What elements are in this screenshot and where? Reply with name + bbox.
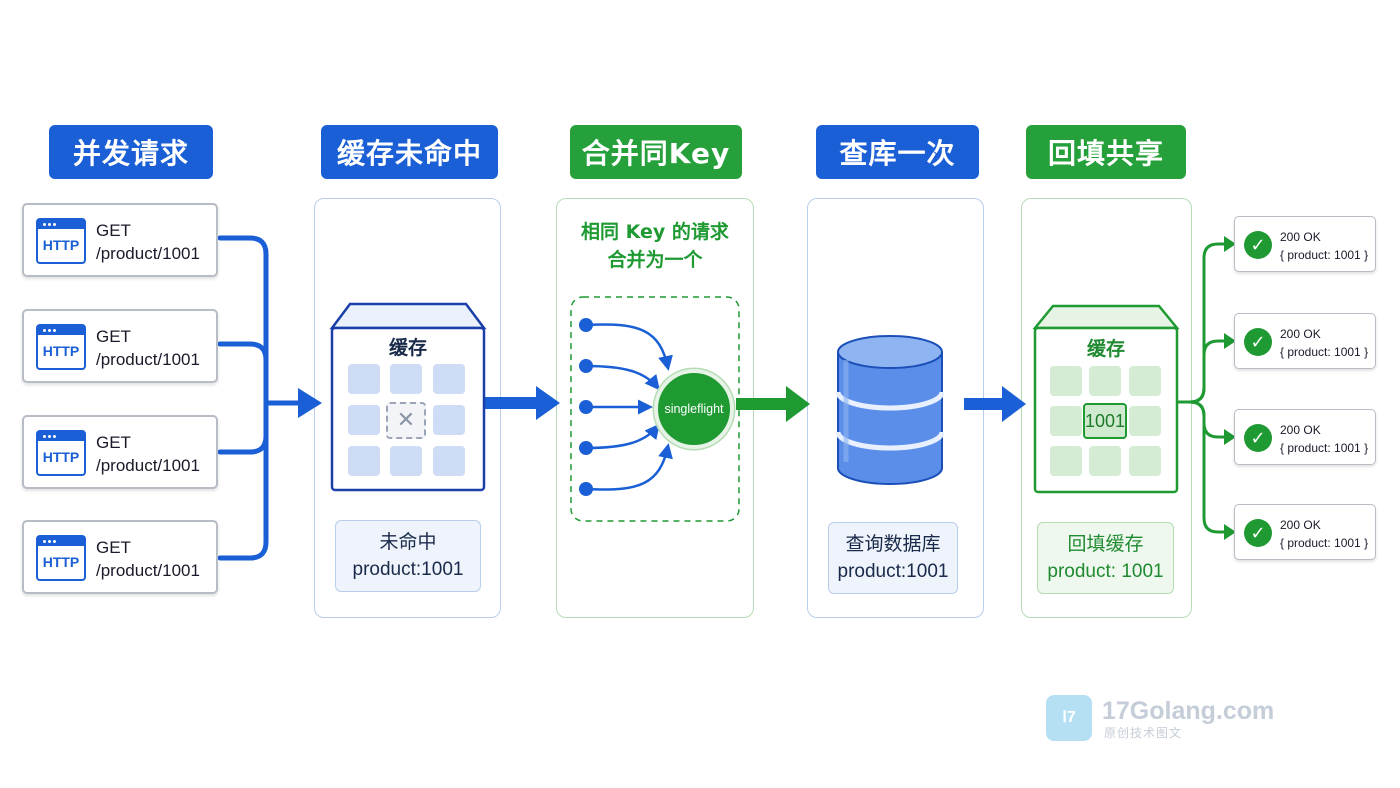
response-status: 200 OK (1280, 230, 1321, 244)
backfill-caption: 回填缓存 product: 1001 (1037, 522, 1174, 594)
http-icon: HTTP (36, 535, 86, 581)
caption-title: 未命中 (379, 531, 437, 553)
response-status: 200 OK (1280, 423, 1321, 437)
stage-title-db: 查库一次 (816, 125, 979, 179)
stage-title-backfill: 回填共享 (1026, 125, 1186, 179)
singleflight-node: singleflight (654, 369, 734, 449)
watermark-tagline: 原创技术图文 (1104, 726, 1183, 740)
response-body: { product: 1001 } (1280, 441, 1369, 455)
check-icon: ✓ (1244, 424, 1272, 452)
backfill-cache-grid: 1001 (1050, 366, 1162, 478)
caption-title: 回填缓存 (1067, 533, 1144, 555)
response-card: ✓ 200 OK { product: 1001 } (1234, 409, 1376, 465)
merge-line-2: 合并为一个 (607, 249, 703, 271)
response-status: 200 OK (1280, 518, 1321, 532)
request-method: GET (96, 221, 131, 240)
http-icon-label: HTTP (42, 554, 80, 570)
response-card: ✓ 200 OK { product: 1001 } (1234, 216, 1376, 272)
http-icon-label: HTTP (42, 449, 80, 465)
http-icon: HTTP (36, 430, 86, 476)
watermark-site: 17Golang.com (1102, 697, 1275, 725)
response-card: ✓ 200 OK { product: 1001 } (1234, 504, 1376, 560)
response-status: 200 OK (1280, 327, 1321, 341)
merge-description: 相同 Key 的请求 合并为一个 (557, 218, 753, 274)
stage-title-merge: 合并同Key (570, 125, 742, 179)
check-icon: ✓ (1244, 231, 1272, 259)
response-body: { product: 1001 } (1280, 345, 1369, 359)
request-method: GET (96, 538, 131, 557)
caption-key: product:1001 (837, 561, 949, 582)
check-icon: ✓ (1244, 328, 1272, 356)
request-card: HTTP GET/product/1001 (22, 203, 218, 277)
request-card: HTTP GET/product/1001 (22, 415, 218, 489)
filled-cell-value: 1001 (1083, 403, 1127, 439)
http-icon-label: HTTP (42, 237, 80, 253)
response-body: { product: 1001 } (1280, 536, 1369, 550)
merge-line-1: 相同 Key 的请求 (581, 221, 729, 243)
request-card: HTTP GET/product/1001 (22, 309, 218, 383)
response-card: ✓ 200 OK { product: 1001 } (1234, 313, 1376, 369)
request-method: GET (96, 327, 131, 346)
caption-key: product:1001 (352, 559, 464, 580)
http-icon: HTTP (36, 218, 86, 264)
request-method: GET (96, 433, 131, 452)
cache-label: 缓存 (388, 337, 427, 359)
http-icon-label: HTTP (42, 343, 80, 359)
request-path: /product/1001 (96, 350, 200, 369)
request-card: HTTP GET/product/1001 (22, 520, 218, 594)
db-caption: 查询数据库 product:1001 (828, 522, 958, 594)
caption-key: product: 1001 (1047, 561, 1164, 582)
backfill-cache-label: 缓存 (1086, 338, 1125, 360)
watermark-logo-icon: Ⅰ7 (1046, 695, 1092, 741)
response-body: { product: 1001 } (1280, 248, 1369, 262)
request-path: /product/1001 (96, 244, 200, 263)
request-path: /product/1001 (96, 561, 200, 580)
cache-grid: ✕ (348, 364, 468, 476)
stage-title-concurrent: 并发请求 (49, 125, 213, 179)
caption-title: 查询数据库 (845, 533, 941, 555)
http-icon: HTTP (36, 324, 86, 370)
stage-title-cache-miss: 缓存未命中 (321, 125, 498, 179)
check-icon: ✓ (1244, 519, 1272, 547)
request-path: /product/1001 (96, 456, 200, 475)
miss-cell-icon: ✕ (386, 402, 426, 439)
cache-miss-caption: 未命中 product:1001 (335, 520, 481, 592)
